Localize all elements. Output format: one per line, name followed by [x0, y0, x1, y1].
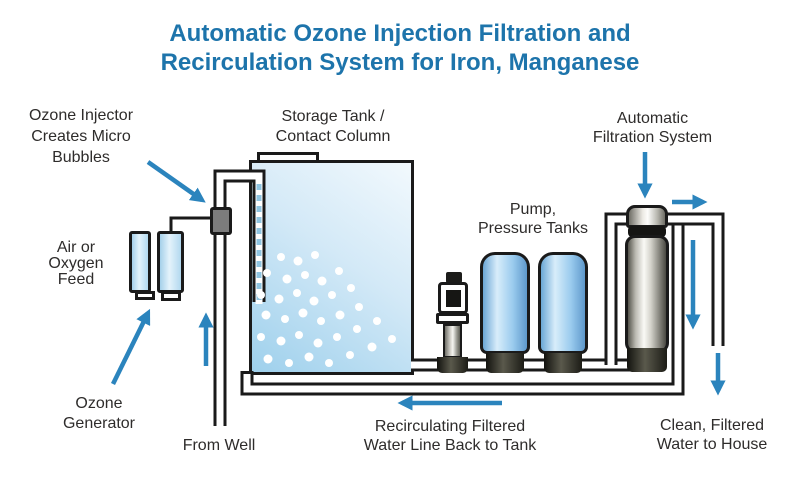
pressure-tank-2	[538, 252, 588, 354]
pressure-tank-1	[480, 252, 530, 354]
pump-flange	[436, 313, 469, 324]
cylinder-foot-1	[135, 291, 155, 300]
label-air-oxygen-feed: Air or Oxygen Feed	[48, 239, 104, 288]
bubble	[263, 354, 273, 364]
storage-tank-lid	[257, 152, 319, 163]
bubble	[281, 315, 289, 323]
bubble	[313, 338, 323, 348]
bubble	[263, 269, 271, 277]
bubble	[276, 336, 286, 346]
bubble	[293, 289, 301, 297]
bubble	[325, 359, 333, 367]
bubble	[261, 310, 271, 320]
bubble	[353, 325, 361, 333]
bubble	[295, 331, 303, 339]
title-line-1: Automatic Ozone Injection Filtration and	[169, 20, 631, 47]
pump-window	[446, 290, 461, 307]
bubble	[293, 256, 303, 266]
cylinder-foot-2	[161, 291, 181, 301]
bubble	[328, 291, 336, 299]
label-pump-pressure-tanks: Pump, Pressure Tanks	[478, 201, 588, 237]
label-storage-tank: Storage Tank / Contact Column	[275, 108, 391, 145]
arrow-to-ozone-generator	[110, 308, 151, 385]
pressure-tank-2-base	[544, 353, 582, 373]
label-auto-filtration: Automatic Filtration System	[592, 110, 713, 146]
title-line-2: Recirculation System for Iron, Manganese	[160, 49, 640, 76]
label-ozone-generator: Ozone Generator	[62, 395, 136, 432]
bubble	[335, 310, 345, 320]
bubble	[277, 253, 285, 261]
bubble	[388, 335, 396, 343]
filter-neck	[628, 226, 666, 237]
label-clean-water: Clean, Filtered Water to House	[656, 417, 768, 453]
bubble	[257, 291, 265, 299]
bubble	[282, 274, 292, 284]
ozone-injector	[210, 207, 232, 235]
bubble	[333, 333, 341, 341]
bubble	[355, 303, 363, 311]
bubble	[301, 271, 309, 279]
pressure-tank-1-base	[486, 353, 524, 373]
bubble	[367, 342, 377, 352]
bubble	[335, 267, 343, 275]
bubble	[309, 296, 319, 306]
arrow-to-injector	[146, 160, 206, 203]
bubble	[346, 351, 354, 359]
bubble	[257, 333, 265, 341]
storage-tank	[249, 160, 414, 375]
label-ozone-injector: Ozone Injector Creates Micro Bubbles	[28, 107, 134, 166]
bubble	[373, 317, 381, 325]
bubble	[317, 276, 327, 286]
bubble	[304, 352, 314, 362]
bubble	[317, 317, 325, 325]
bubble	[347, 284, 355, 292]
pump-base	[437, 357, 468, 373]
pump-knob	[446, 272, 462, 283]
bubble	[311, 251, 319, 259]
bubble	[285, 359, 293, 367]
filter-tank-base	[627, 348, 667, 372]
bubble	[274, 294, 284, 304]
page-title: Automatic Ozone Injection Filtration and…	[0, 19, 800, 77]
ozone-feed-line	[169, 216, 213, 233]
label-from-well: From Well	[182, 437, 256, 454]
bubble	[298, 308, 308, 318]
label-recirculating: Recirculating Filtered Water Line Back t…	[363, 418, 537, 454]
air-cylinder-2	[157, 231, 184, 293]
